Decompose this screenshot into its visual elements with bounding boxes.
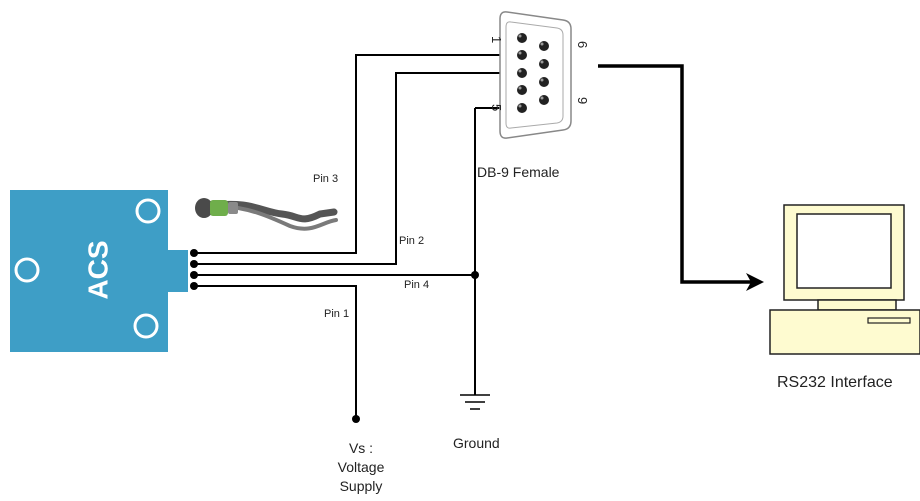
computer-label: RS232 Interface — [777, 374, 893, 391]
sensor-body — [10, 190, 188, 352]
supply-label-line2: Voltage — [337, 459, 385, 475]
pin-number-1: 1 — [489, 36, 504, 43]
pin-number-6: 6 — [575, 41, 590, 48]
wire-pin1 — [194, 285, 357, 419]
computer-icon — [769, 204, 920, 355]
wire-label-pin3: Pin 3 — [313, 173, 339, 185]
supply-label: Vs : Voltage Supply — [326, 439, 396, 496]
pin-number-9: 9 — [575, 97, 590, 104]
arrow-icon — [598, 64, 764, 291]
ground-symbol-icon — [460, 394, 490, 410]
acs-sensor: ACS — [10, 190, 188, 352]
sensor-pins — [190, 249, 479, 423]
supply-label-line1: Vs : — [348, 440, 374, 456]
supply-label-line3: Supply — [339, 478, 383, 494]
wire-pin2 — [194, 72, 518, 265]
supply-terminal — [352, 415, 360, 423]
wire-label-pin1: Pin 1 — [324, 308, 350, 320]
mount-hole-left — [14, 257, 40, 283]
ground-label: Ground — [453, 435, 500, 451]
wire-pin3 — [194, 54, 518, 254]
mount-hole-top — [135, 198, 161, 224]
junction-dot — [471, 271, 479, 279]
sensor-label: ACS — [82, 240, 113, 299]
pin-number-5: 5 — [489, 104, 504, 111]
mount-hole-bottom — [133, 313, 159, 339]
connector-label: DB-9 Female — [477, 164, 560, 180]
db9-connector: 1 5 6 9 — [489, 11, 590, 139]
wires — [194, 54, 518, 419]
wire-label-pin2: Pin 2 — [399, 235, 425, 247]
wire-label-pin4: Pin 4 — [404, 279, 430, 291]
cable-icon — [195, 198, 338, 231]
